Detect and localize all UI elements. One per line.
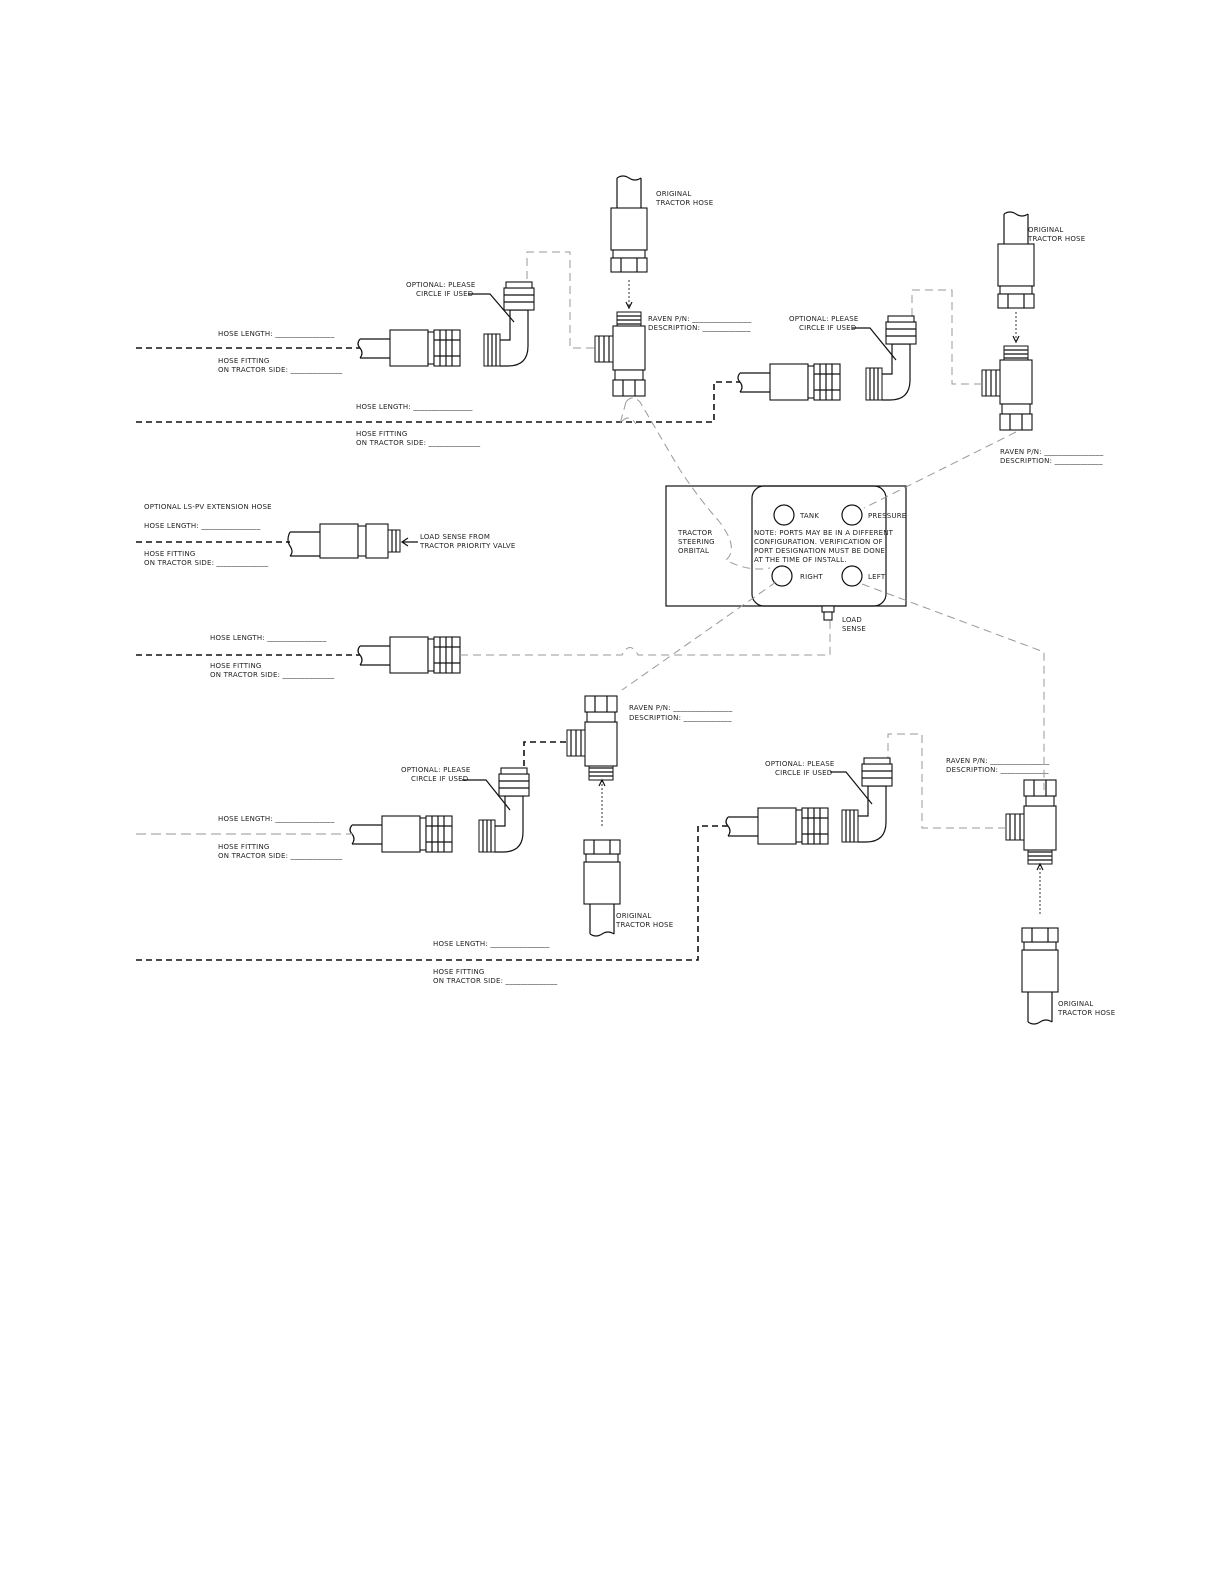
note-line-2: CONFIGURATION. VERIFICATION OF bbox=[754, 538, 883, 546]
original-label-4a: ORIGINAL bbox=[1058, 1000, 1093, 1008]
leader-left bbox=[861, 583, 1045, 790]
orbital-title-2: STEERING bbox=[678, 538, 715, 546]
original-label-2b: TRACTOR HOSE bbox=[1027, 235, 1085, 243]
optional-label-4b: CIRCLE IF USED bbox=[775, 769, 832, 777]
note-line-4: AT THE TIME OF INSTALL. bbox=[754, 556, 847, 564]
hose-fitting-2a: HOSE FITTING bbox=[356, 430, 408, 438]
hose-length-3: HOSE LENGTH: ________________ bbox=[210, 634, 327, 642]
hose-length-4: HOSE LENGTH: ________________ bbox=[218, 815, 335, 823]
optional-label-2b: CIRCLE IF USED bbox=[799, 324, 856, 332]
hose-fitting-4b: ON TRACTOR SIDE: ______________ bbox=[218, 852, 343, 860]
raven-pn-1: RAVEN P/N: ________________ bbox=[648, 315, 752, 323]
hose-fitting-1b: ON TRACTOR SIDE: ______________ bbox=[218, 366, 343, 374]
hose-line-5 bbox=[136, 825, 728, 961]
elbow-bottom-right bbox=[841, 757, 893, 843]
orbital-title-1: TRACTOR bbox=[677, 529, 712, 537]
hose-length-2: HOSE LENGTH: ________________ bbox=[356, 403, 473, 411]
description-1: DESCRIPTION: _____________ bbox=[648, 324, 751, 332]
optional-label-2a: OPTIONAL: PLEASE bbox=[789, 315, 859, 323]
optional-label-3b: CIRCLE IF USED bbox=[411, 775, 468, 783]
optional-label-3a: OPTIONAL: PLEASE bbox=[401, 766, 471, 774]
pressure-label: PRESSURE bbox=[868, 512, 906, 520]
original-tractor-hose-bottom-left bbox=[583, 839, 621, 937]
original-label-2a: ORIGINAL bbox=[1028, 226, 1063, 234]
tank-label: TANK bbox=[799, 512, 819, 520]
hose-fitting-lspv-b: ON TRACTOR SIDE: ______________ bbox=[144, 559, 269, 567]
elbow-top-left bbox=[483, 281, 535, 367]
original-label-1a: ORIGINAL bbox=[656, 190, 691, 198]
left-port bbox=[841, 565, 863, 587]
raven-pn-2: RAVEN P/N: ________________ bbox=[1000, 448, 1104, 456]
hose-fitting-5b: ON TRACTOR SIDE: ______________ bbox=[433, 977, 558, 985]
orbital-title-3: ORBITAL bbox=[678, 547, 709, 555]
description-2: DESCRIPTION: _____________ bbox=[1000, 457, 1103, 465]
optional-label-1b: CIRCLE IF USED bbox=[416, 290, 473, 298]
hose-fitting-bottom-left bbox=[349, 815, 453, 853]
load-sense-hose-fitting bbox=[287, 523, 401, 559]
optional-label-4a: OPTIONAL: PLEASE bbox=[765, 760, 835, 768]
original-label-3a: ORIGINAL bbox=[616, 912, 651, 920]
leader-pressure bbox=[863, 431, 1017, 509]
original-label-4b: TRACTOR HOSE bbox=[1057, 1009, 1115, 1017]
tee-adapter-top-right bbox=[981, 345, 1033, 431]
hose-fitting-3b: ON TRACTOR SIDE: ______________ bbox=[210, 671, 335, 679]
hose-fitting-load-sense bbox=[357, 636, 461, 674]
leader-top-left-tee bbox=[619, 401, 637, 425]
hose-fitting-3a: HOSE FITTING bbox=[210, 662, 262, 670]
hose-line-2 bbox=[136, 381, 740, 423]
raven-pn-4: RAVEN P/N: ________________ bbox=[946, 757, 1050, 765]
description-3: DESCRIPTION: _____________ bbox=[629, 714, 732, 722]
original-tractor-hose-top-left bbox=[610, 175, 648, 273]
leader-right bbox=[621, 581, 777, 691]
original-tractor-hose-bottom-right bbox=[1021, 927, 1059, 1025]
hose-fitting-5a: HOSE FITTING bbox=[433, 968, 485, 976]
left-label: LEFT bbox=[868, 573, 886, 581]
description-4: DESCRIPTION: _____________ bbox=[946, 766, 1049, 774]
load-sense-label-1: LOAD bbox=[842, 616, 862, 624]
tractor-steering-orbital bbox=[665, 485, 907, 621]
hose-fitting-top-right bbox=[737, 363, 841, 401]
tank-port bbox=[773, 504, 795, 526]
hose-length-lspv: HOSE LENGTH: ________________ bbox=[144, 522, 261, 530]
tee-adapter-top-left bbox=[594, 311, 646, 397]
load-sense-label-2: SENSE bbox=[842, 625, 866, 633]
lspv-title: OPTIONAL LS-PV EXTENSION HOSE bbox=[144, 503, 272, 511]
hose-fitting-bottom-right bbox=[725, 807, 829, 845]
hose-fitting-4a: HOSE FITTING bbox=[218, 843, 270, 851]
hose-fitting-lspv-a: HOSE FITTING bbox=[144, 550, 196, 558]
note-line-1: NOTE: PORTS MAY BE IN A DIFFERENT bbox=[754, 529, 894, 537]
tee-adapter-bottom-left bbox=[566, 695, 618, 781]
load-sense-from-2: TRACTOR PRIORITY VALVE bbox=[419, 542, 516, 550]
right-port bbox=[771, 565, 793, 587]
hose-fitting-top-left bbox=[357, 329, 461, 367]
raven-pn-3: RAVEN P/N: ________________ bbox=[629, 704, 733, 712]
right-label: RIGHT bbox=[800, 573, 823, 581]
elbow-top-right bbox=[865, 315, 917, 401]
optional-label-1a: OPTIONAL: PLEASE bbox=[406, 281, 476, 289]
hose-fitting-1a: HOSE FITTING bbox=[218, 357, 270, 365]
original-label-3b: TRACTOR HOSE bbox=[615, 921, 673, 929]
load-sense-from-1: LOAD SENSE FROM bbox=[420, 533, 490, 541]
hose-length-5: HOSE LENGTH: ________________ bbox=[433, 940, 550, 948]
hose-fitting-2b: ON TRACTOR SIDE: ______________ bbox=[356, 439, 481, 447]
note-line-3: PORT DESIGNATION MUST BE DONE bbox=[754, 547, 885, 555]
hose-length-1: HOSE LENGTH: ________________ bbox=[218, 330, 335, 338]
leader-tank bbox=[625, 397, 771, 570]
tee-adapter-bottom-right bbox=[1005, 779, 1057, 865]
original-label-1b: TRACTOR HOSE bbox=[655, 199, 713, 207]
pressure-port bbox=[841, 504, 863, 526]
